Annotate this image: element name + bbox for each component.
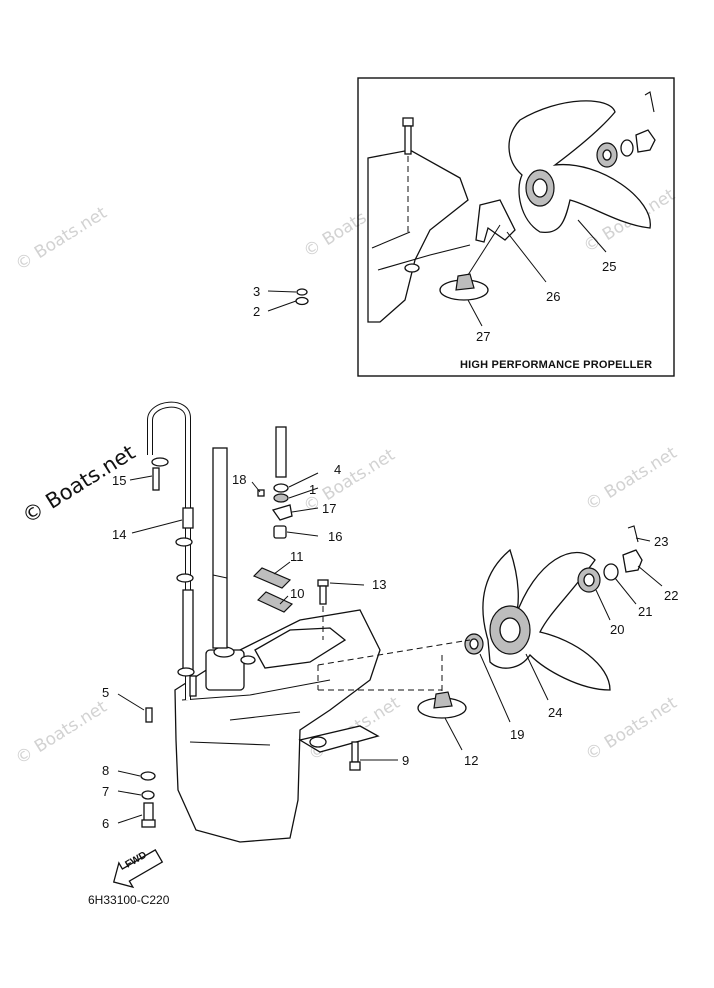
inset-spacer-27	[439, 273, 489, 301]
callout-8: 8	[102, 763, 110, 778]
callout-2: 2	[253, 304, 261, 319]
fwd-arrow-icon	[112, 849, 164, 889]
callout-25: 25	[602, 259, 617, 274]
callout-10: 10	[290, 586, 305, 601]
callout-9: 9	[402, 753, 410, 768]
callout-26: 26	[546, 289, 561, 304]
lower-casing	[174, 609, 381, 843]
inset-washer-parts	[596, 91, 656, 168]
inset-caption: HIGH PERFORMANCE PROPELLER	[460, 359, 653, 371]
callout-7: 7	[102, 784, 110, 799]
drive-shaft	[212, 447, 228, 649]
callout-27: 27	[476, 329, 491, 344]
inset-frame	[357, 77, 675, 377]
callout-24: 24	[548, 705, 563, 720]
callout-13: 13	[372, 577, 387, 592]
callout-15: 15	[112, 473, 127, 488]
callout-23: 23	[654, 534, 669, 549]
water-tube	[275, 304, 307, 480]
callout-6: 6	[102, 816, 110, 831]
callout-3: 3	[253, 284, 261, 299]
diagram-code: 6H33100-C220	[88, 893, 170, 907]
callout-19: 19	[510, 727, 525, 742]
shift-hose	[147, 401, 194, 700]
inset-thrust-washer-26	[475, 199, 516, 243]
callout-21: 21	[638, 604, 653, 619]
callout-12: 12	[464, 753, 479, 768]
inset-propeller-25	[508, 100, 651, 234]
callout-14: 14	[112, 527, 127, 542]
callout-20: 20	[610, 622, 625, 637]
callout-18: 18	[232, 472, 247, 487]
inset-gearcase	[367, 149, 471, 323]
callout-17: 17	[322, 501, 337, 516]
callout-1: 1	[309, 482, 317, 497]
callout-16: 16	[328, 529, 343, 544]
callout-5: 5	[102, 685, 110, 700]
inset-bolt	[402, 117, 414, 232]
main-propeller-24	[482, 548, 611, 691]
callout-4: 4	[334, 462, 342, 477]
callout-22: 22	[664, 588, 679, 603]
callout-11: 11	[290, 549, 304, 564]
